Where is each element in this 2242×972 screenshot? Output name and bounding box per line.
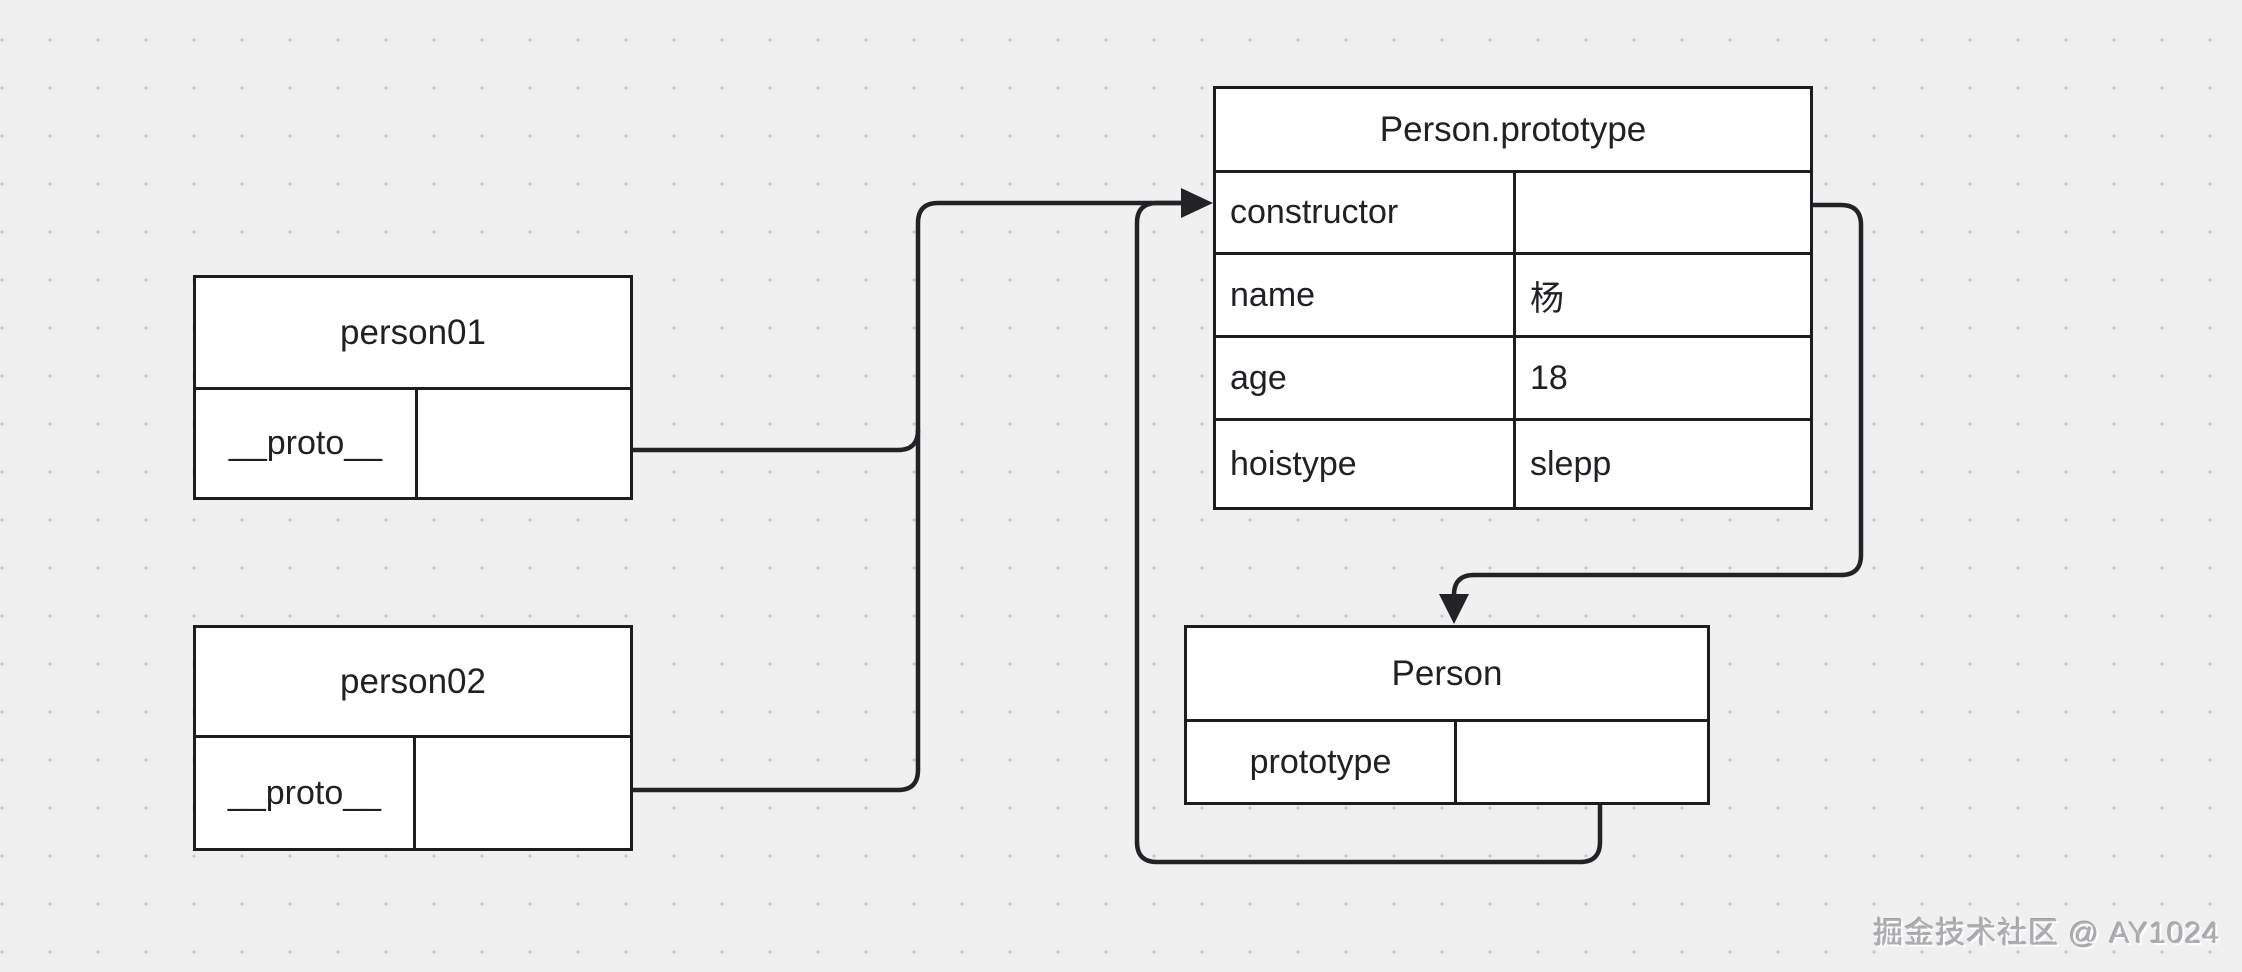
connector-person-prototype-to-prototype [1134,200,1603,865]
prototype-name-value-cell: 杨 [1530,279,1564,318]
person01-proto-value-cell [418,390,630,497]
node-person01-proto-row: __proto__ [196,390,630,497]
prototype-row-age: age 18 [1216,338,1810,421]
person01-proto-key-cell: __proto__ [196,390,418,497]
node-person02-title: person02 [196,628,630,738]
prototype-constructor-value-cell [1516,173,1810,252]
prototype-hoistype-value-cell: slepp [1530,444,1612,483]
prototype-constructor-key-cell: constructor [1216,173,1516,252]
node-person01: person01 __proto__ [193,275,633,500]
connector-constructor-to-person [1451,202,1864,609]
prototype-row-constructor: constructor [1216,173,1810,255]
person-prototype-value-cell [1457,722,1707,802]
connector-person02-proto-to-prototype [630,200,1186,793]
node-person-constructor-title: Person [1187,628,1707,722]
person-prototype-row: prototype [1187,722,1707,802]
watermark: 掘金技术社区 @ AY1024 [1873,917,2220,950]
node-person02: person02 __proto__ [193,625,633,851]
node-person02-proto-row: __proto__ [196,738,630,848]
prototype-row-hoistype: hoistype slepp [1216,421,1810,507]
node-person-prototype-title: Person.prototype [1216,89,1810,173]
node-person-constructor: Person prototype [1184,625,1710,805]
prototype-hoistype-key-cell: hoistype [1216,421,1516,507]
person-prototype-key-cell: prototype [1187,722,1457,802]
prototype-name-key-cell: name [1216,255,1516,335]
node-person-prototype: Person.prototype constructor name 杨 age … [1213,86,1813,510]
prototype-age-value-cell: 18 [1530,358,1568,397]
arrowhead-down-icon [1439,594,1469,624]
arrowhead-right-icon [1181,188,1213,218]
node-person01-title: person01 [196,278,630,390]
connector-person01-proto-to-prototype [630,427,921,453]
prototype-age-key-cell: age [1216,338,1516,418]
person02-proto-key-cell: __proto__ [196,738,416,848]
person02-proto-value-cell [416,738,630,848]
prototype-row-name: name 杨 [1216,255,1810,338]
